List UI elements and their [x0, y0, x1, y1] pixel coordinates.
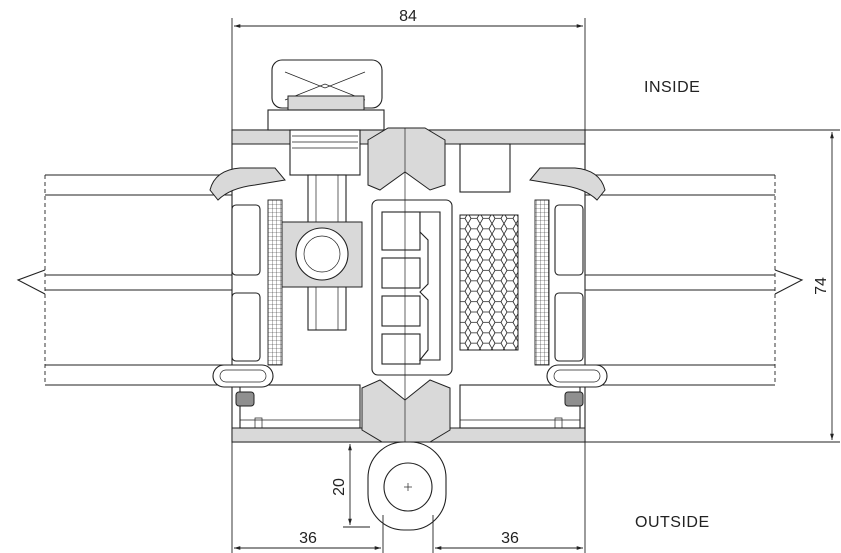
dimension-depth: 20 [331, 441, 370, 528]
glass-right [585, 174, 804, 386]
left-glazing [209, 167, 286, 407]
label-inside: INSIDE [644, 79, 700, 96]
glass-left [16, 174, 240, 386]
thermal-break [371, 199, 519, 376]
dimension-bottom-right-value: 36 [501, 530, 519, 547]
top-cap [267, 59, 385, 176]
label-outside: OUTSIDE [635, 514, 710, 531]
right-glazing [529, 167, 608, 407]
dimension-right-value: 74 [813, 277, 830, 295]
dimension-top-value: 84 [399, 8, 417, 25]
dimension-right: 74 [585, 129, 840, 443]
spindle [281, 174, 363, 331]
bottom-cam [367, 441, 447, 531]
centre-clips [361, 127, 451, 443]
dimension-bottom-left-value: 36 [299, 530, 317, 547]
dimension-depth-value: 20 [331, 478, 348, 496]
dimension-top: 84 [231, 8, 586, 130]
dimension-bottom: 36 36 [231, 442, 586, 553]
